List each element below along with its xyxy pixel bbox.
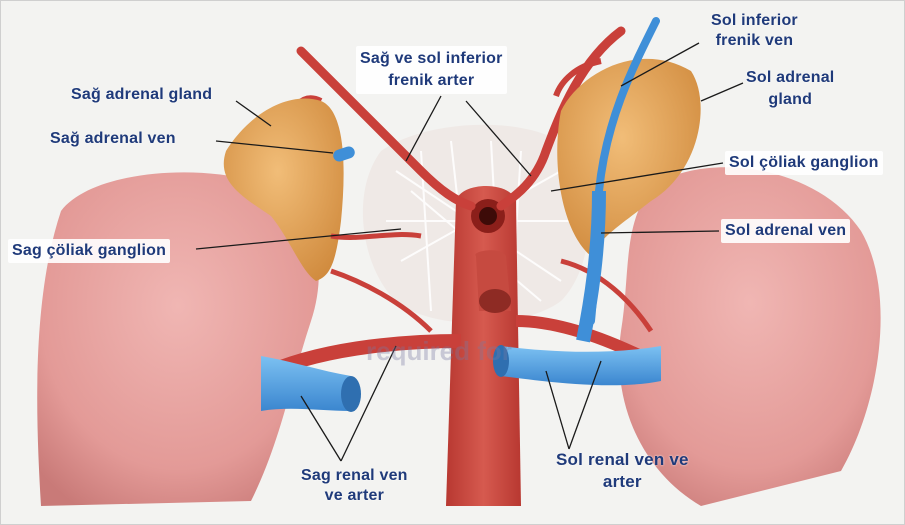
left-renal-vein bbox=[501, 346, 661, 385]
label-inferior-phrenic-artery-line1: Sağ ve sol inferior bbox=[360, 48, 503, 70]
label-right-adrenal-gland: Sağ adrenal gland bbox=[71, 85, 212, 105]
label-left-celiac-ganglion: Sol çöliak ganglion bbox=[725, 151, 883, 175]
label-right-renal-line2: ve arter bbox=[301, 486, 408, 506]
label-left-renal-line2: arter bbox=[556, 471, 689, 493]
label-left-inferior-phrenic-vein-line2: frenik ven bbox=[711, 31, 798, 51]
label-right-renal-vein-artery: Sag renal ven ve arter bbox=[301, 466, 408, 506]
label-left-adrenal-vein: Sol adrenal ven bbox=[721, 219, 850, 243]
watermark-text: required for bbox=[366, 336, 512, 367]
label-right-celiac-ganglion: Sag çölіak ganglion bbox=[8, 239, 170, 263]
label-left-inferior-phrenic-vein: Sol inferior frenik ven bbox=[711, 11, 798, 51]
label-left-adrenal-gland-line1: Sol adrenal bbox=[746, 67, 834, 89]
label-right-adrenal-vein: Sağ adrenal ven bbox=[50, 129, 176, 149]
label-left-inferior-phrenic-vein-line1: Sol inferior bbox=[711, 11, 798, 31]
label-left-adrenal-gland-line2: gland bbox=[746, 89, 834, 111]
label-left-renal-line1: Sol renal ven ve bbox=[556, 449, 689, 471]
label-right-renal-line1: Sag renal ven bbox=[301, 466, 408, 486]
label-inferior-phrenic-artery: Sağ ve sol inferior frenik arter bbox=[356, 46, 507, 94]
label-inferior-phrenic-artery-line2: frenik arter bbox=[360, 70, 503, 92]
label-left-renal-vein-artery: Sol renal ven ve arter bbox=[556, 449, 689, 493]
label-left-adrenal-gland: Sol adrenal gland bbox=[746, 67, 834, 111]
